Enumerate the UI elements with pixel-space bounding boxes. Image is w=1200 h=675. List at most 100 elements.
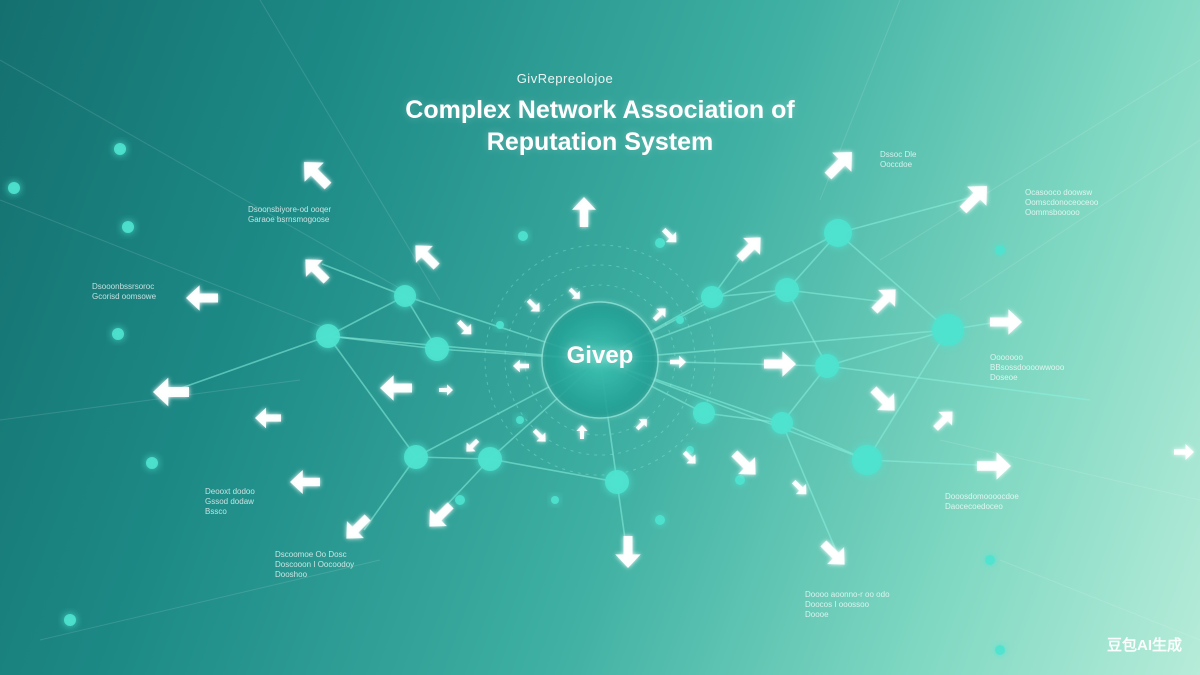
network-node	[693, 402, 715, 424]
network-edge	[169, 335, 329, 393]
title-line-2: Reputation System	[486, 128, 714, 156]
network-node	[518, 231, 528, 241]
side-label: Dscoomoe Oo Dosc Doscooon I Oocoodoy Doo…	[275, 550, 355, 579]
arrow-icon	[824, 151, 853, 180]
network-edge	[826, 329, 949, 367]
network-edge	[781, 365, 828, 424]
arrow-icon	[615, 536, 641, 568]
side-label: Dssoc Dle Ooccdoe	[880, 150, 917, 169]
arrow-icon	[568, 287, 580, 299]
network-edge	[415, 456, 491, 460]
network-edge	[711, 289, 788, 298]
network-node	[771, 412, 793, 434]
network-node	[995, 245, 1005, 255]
network-edge	[786, 289, 828, 367]
arrow-icon	[572, 197, 596, 227]
watermark: 豆包AI生成	[1106, 637, 1182, 654]
arrow-icon	[652, 308, 666, 322]
background-line	[259, 0, 441, 301]
network-node	[425, 337, 449, 361]
network-edge	[837, 194, 981, 234]
background-line	[0, 199, 331, 331]
network-node	[496, 321, 504, 329]
network-node	[932, 314, 964, 346]
network-node	[64, 614, 76, 626]
network-edge	[363, 456, 417, 531]
network-node	[455, 495, 465, 505]
network-edge	[781, 422, 841, 561]
hub-ring	[484, 244, 716, 476]
arrow-icon	[439, 384, 453, 396]
side-label: Ooooooo BBsossdoooowwooo Doseoe	[990, 353, 1065, 382]
arrow-icon	[513, 359, 529, 373]
network-node	[655, 515, 665, 525]
title-line-1: Complex Network Association of	[405, 96, 795, 124]
title-block: GivRepreolojoe Complex Network Associati…	[300, 70, 900, 158]
network-node	[995, 645, 1005, 655]
arrow-icon	[670, 355, 686, 369]
arrow-icon	[255, 407, 281, 429]
network-node	[655, 238, 665, 248]
arrow-icon	[456, 319, 472, 335]
arrow-icon	[820, 540, 845, 565]
background-line	[879, 59, 1200, 261]
arrow-icon	[1174, 444, 1194, 460]
network-node	[8, 182, 20, 194]
background-line	[999, 559, 1200, 641]
arrow-icon	[305, 259, 330, 284]
arrow-icon	[635, 419, 647, 431]
network-edge	[327, 335, 417, 458]
arrow-icon	[532, 428, 546, 442]
arrow-icon	[959, 185, 988, 214]
background-line	[939, 439, 1200, 501]
network-edge	[837, 232, 949, 331]
hub-label: Givep	[566, 342, 634, 369]
network-node	[516, 416, 524, 424]
side-label: Dsooonbssrsoroc Gcorisd oomsowe	[92, 282, 157, 301]
network-edge	[781, 422, 868, 461]
network-node	[852, 445, 882, 475]
network-node	[686, 446, 694, 454]
arrow-icon	[933, 411, 953, 431]
arrow-icon	[380, 375, 412, 401]
network-edge	[826, 365, 1091, 401]
arrow-icon	[682, 450, 696, 464]
network-node	[824, 219, 852, 247]
network-edge	[321, 263, 406, 297]
side-label: Doooo aoonno-r oo odo Doocos I ooossoo D…	[805, 590, 890, 619]
hub-node	[541, 301, 659, 419]
arrow-icon	[870, 386, 895, 411]
network-node	[676, 316, 684, 324]
network-node	[122, 221, 134, 233]
arrow-icon	[153, 377, 189, 407]
network-node	[146, 457, 158, 469]
arrow-icon	[186, 285, 218, 311]
network-edge	[866, 329, 949, 461]
arrow-icon	[290, 470, 320, 494]
network-edge	[786, 289, 886, 303]
brand-text: GivRepreolojoe	[516, 71, 614, 86]
arrow-icon	[576, 425, 588, 439]
background-line	[0, 59, 421, 301]
arrow-icon	[466, 438, 480, 452]
network-node	[701, 286, 723, 308]
network-edge	[327, 335, 438, 350]
side-label: Dooosdomoooocdoe Daocecoedoceo	[945, 492, 1019, 511]
network-node	[605, 470, 629, 494]
network-node	[815, 354, 839, 378]
arrow-icon	[977, 452, 1011, 480]
network-node	[775, 278, 799, 302]
arrow-icon	[415, 245, 440, 270]
arrow-icon	[764, 351, 796, 377]
network-node	[478, 447, 502, 471]
background-line	[959, 139, 1200, 301]
side-label: Ocasooco doowsw Oomscdonoceoceoo Oommsbo…	[1025, 188, 1099, 217]
network-node	[735, 475, 745, 485]
arrow-icon	[661, 227, 677, 243]
arrow-icon	[791, 479, 807, 495]
network-node	[985, 555, 995, 565]
network-node	[551, 496, 559, 504]
hub-ring	[504, 264, 696, 456]
arrow-icon	[990, 309, 1022, 335]
network-node	[394, 285, 416, 307]
